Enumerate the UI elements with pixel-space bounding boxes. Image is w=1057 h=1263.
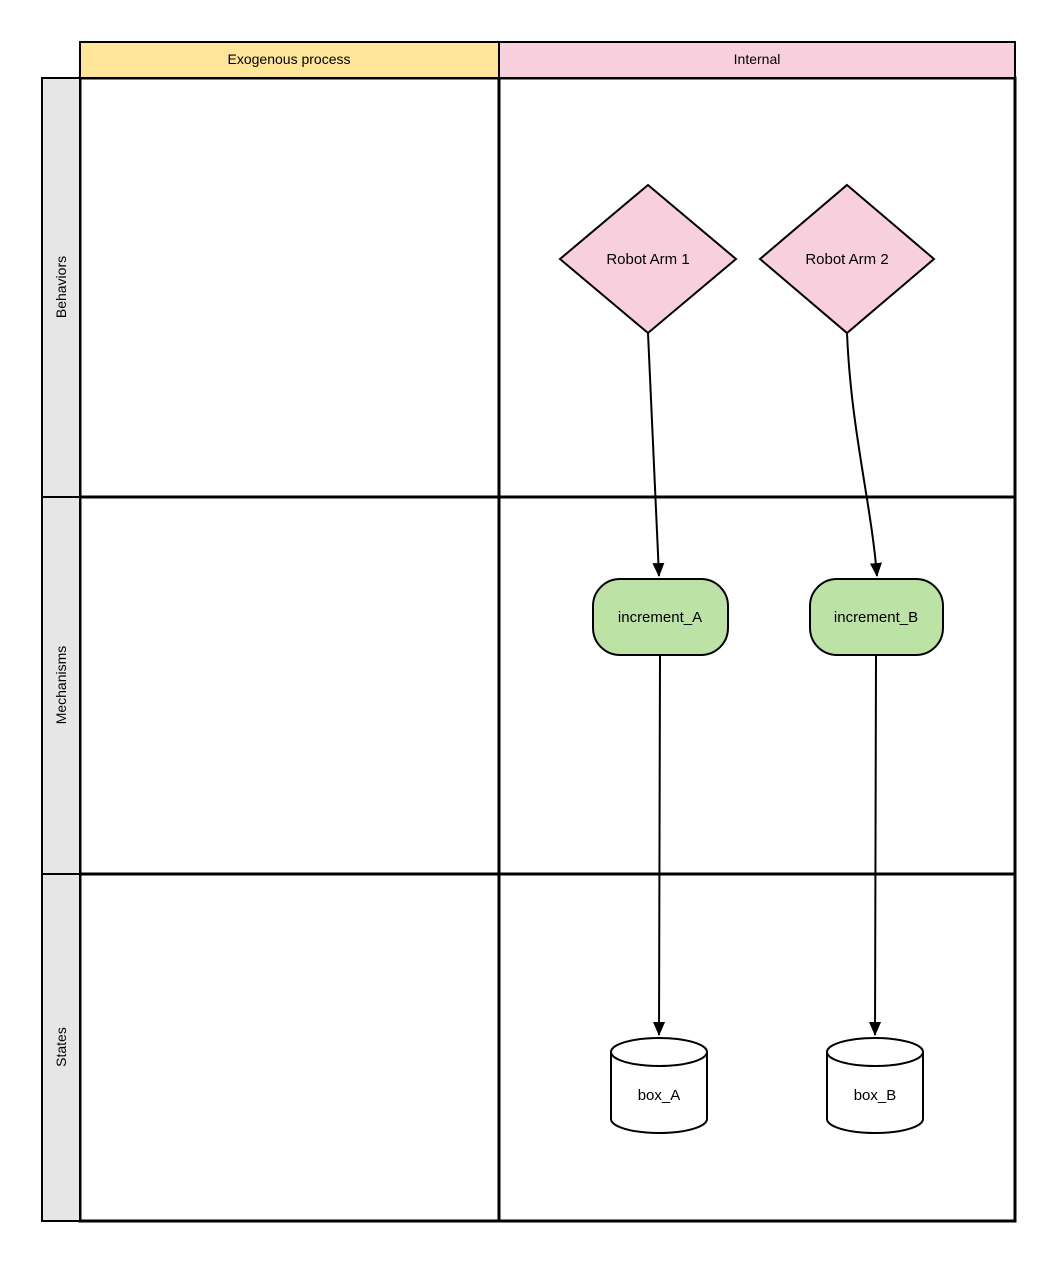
- row-headers: Behaviors Mechanisms States: [41, 77, 81, 1222]
- node-box-b-label: box_B: [854, 1087, 897, 1104]
- node-box-a-top: [610, 1037, 708, 1067]
- behavior-nodes: Robot Arm 1 Robot Arm 2: [558, 183, 936, 335]
- edge-robot-arm-1-to-increment-a: [647, 332, 665, 577]
- edge-increment-a-to-box-a: [653, 654, 666, 1036]
- node-robot-arm-1: [558, 183, 738, 335]
- lane-label-behaviors: Behaviors: [53, 256, 69, 318]
- lane-cell-states: [41, 873, 81, 1222]
- mechanism-nodes: increment_A increment_B: [592, 578, 944, 656]
- cell-mechanisms-exogenous: [78, 495, 501, 876]
- state-nodes: box_A box_B: [610, 1037, 924, 1134]
- node-increment-a: [592, 578, 729, 656]
- header-label-exogenous: Exogenous process: [228, 51, 351, 67]
- cell-behaviors-exogenous: [78, 76, 501, 499]
- node-box-a-label: box_A: [638, 1087, 681, 1104]
- lane-label-states: States: [53, 1027, 69, 1067]
- edges: [647, 332, 882, 1036]
- node-robot-arm-2: [758, 183, 936, 335]
- node-increment-b-label: increment_B: [834, 609, 918, 626]
- cell-states-exogenous: [78, 872, 501, 1223]
- cell-behaviors-internal: [497, 76, 1017, 499]
- node-box-b-top: [826, 1037, 924, 1067]
- node-box-b: box_B: [826, 1037, 924, 1134]
- header-label-internal: Internal: [734, 51, 781, 67]
- node-increment-b: [809, 578, 944, 656]
- node-robot-arm-1-label: Robot Arm 1: [606, 251, 689, 268]
- edge-robot-arm-2-to-increment-b: [846, 332, 882, 577]
- node-increment-a-label: increment_A: [618, 609, 702, 626]
- cell-states-internal: [497, 872, 1017, 1223]
- node-robot-arm-2-label: Robot Arm 2: [805, 251, 888, 268]
- node-box-a: box_A: [610, 1037, 708, 1134]
- swimlane-grid: [78, 76, 1017, 1223]
- lane-cell-mechanisms: [41, 496, 81, 875]
- cell-mechanisms-internal: [497, 495, 1017, 876]
- header-cell-exogenous: [79, 41, 500, 79]
- column-headers: Exogenous process Internal: [79, 41, 1016, 79]
- edge-increment-b-to-box-b: [869, 654, 882, 1036]
- lane-label-mechanisms: Mechanisms: [53, 646, 69, 725]
- header-cell-internal: [498, 41, 1016, 79]
